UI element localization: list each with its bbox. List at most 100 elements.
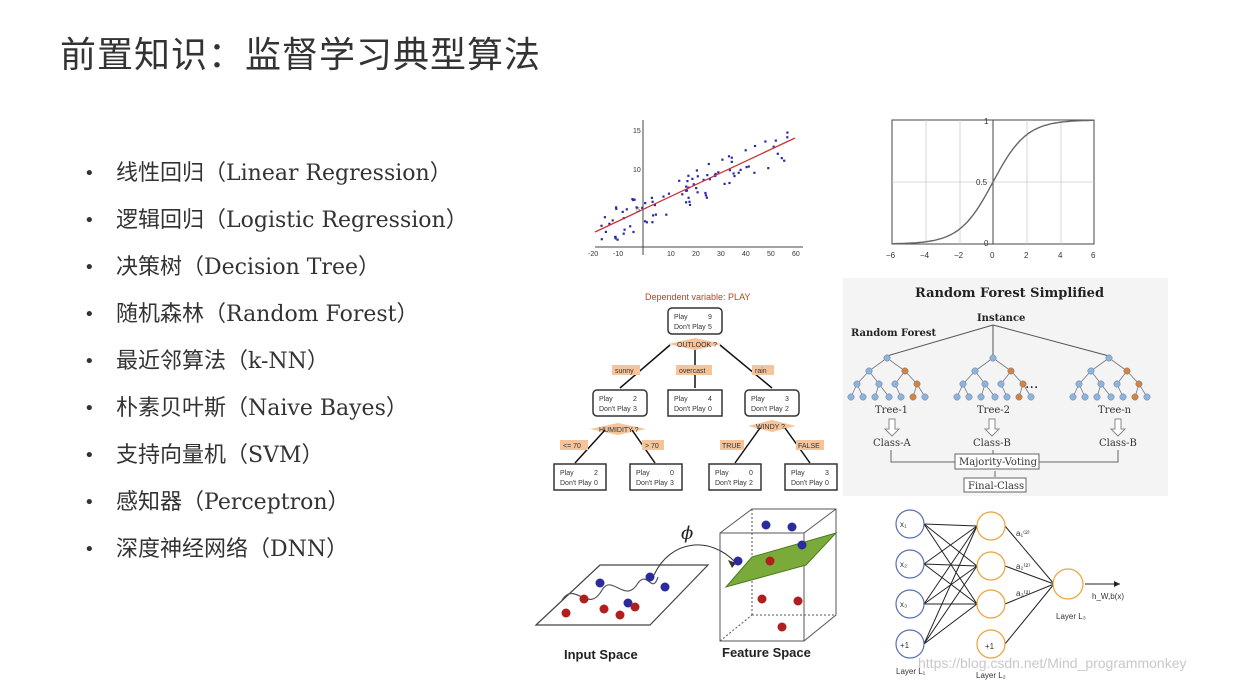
scatter-point [776, 152, 779, 155]
branch-label: sunny [615, 368, 634, 375]
scatter-point [786, 131, 789, 134]
input-neuron [895, 629, 925, 659]
svg-text:WINDY ?: WINDY ? [756, 424, 785, 431]
scatter-point [616, 238, 619, 241]
tree-node [1019, 380, 1027, 388]
tree-node [1105, 354, 1113, 362]
tree-node [953, 393, 961, 401]
svg-text:2: 2 [594, 470, 598, 477]
input-neuron [895, 509, 925, 539]
scatter-point [717, 171, 720, 174]
scatter-point [603, 216, 606, 219]
random-forest-figure: Random Forest Simplified Instance Random… [843, 278, 1168, 496]
svg-text:3: 3 [785, 396, 789, 403]
hidden-node-label: a₂⁽²⁾ [1016, 562, 1030, 571]
scatter-point [696, 191, 699, 194]
tree-node [1081, 393, 1089, 401]
svg-text:Play: Play [674, 396, 688, 403]
scatter-point [631, 198, 634, 201]
y-tick-label: 1 [984, 117, 989, 126]
scatter-point [652, 214, 655, 217]
input-space-label: Input Space [564, 647, 638, 662]
tree-node [959, 380, 967, 388]
scatter-point [665, 213, 668, 216]
tree-node [1027, 393, 1035, 401]
scatter-point [772, 145, 775, 148]
scatter-point [611, 219, 614, 222]
scatter-point [662, 195, 665, 198]
tree-leaf [667, 389, 723, 417]
svg-text:9: 9 [708, 314, 712, 321]
tree-node [1113, 380, 1121, 388]
tree-node [1015, 393, 1023, 401]
linear-regression-figure: -20 -10 10 20 30 40 50 60 15 10 5 [585, 110, 810, 260]
scatter-point [723, 182, 726, 185]
x-tick-label: 4 [1058, 251, 1063, 260]
list-item: •朴素贝叶斯（Naive Bayes） [84, 396, 408, 421]
svm-kernel-figure: ϕ Input Space Feature Space [530, 505, 840, 670]
scatter-point [704, 191, 707, 195]
data-point [765, 556, 775, 566]
y-tick-label: 5 [636, 207, 640, 214]
svg-text:Don't Play: Don't Play [636, 480, 668, 487]
x-tick-label: 6 [1091, 251, 1096, 260]
svg-text:4: 4 [708, 396, 712, 403]
layer-label: Layer L₂ [976, 671, 1006, 680]
scatter-point [615, 207, 618, 210]
phi-arrow [653, 544, 737, 576]
separating-hyperplane [724, 532, 838, 588]
layer-label: Layer L₁ [896, 667, 926, 676]
scatter-point [629, 225, 632, 228]
scatter-point [600, 224, 603, 227]
hidden-node-label: a₁⁽²⁾ [1016, 529, 1030, 538]
scatter-point [604, 230, 607, 233]
scatter-point [644, 220, 647, 223]
scatter-point [744, 149, 747, 152]
tree-leaf [629, 463, 683, 491]
x-tick-label: 10 [667, 251, 675, 258]
rf-final: Final-Class [968, 481, 1024, 492]
svg-text:Play: Play [636, 470, 650, 477]
scatter-point [753, 144, 757, 148]
output-label: h_W,b(x) [1092, 592, 1124, 601]
svg-text:Don't Play: Don't Play [599, 406, 631, 413]
scatter-point [721, 158, 724, 161]
tree-node [883, 354, 891, 362]
scatter-point [686, 180, 689, 183]
y-tick-label: 0 [984, 239, 989, 248]
x-tick-label: 40 [742, 251, 750, 258]
scatter-point [614, 236, 617, 239]
tree-label: Tree-2 [977, 405, 1010, 416]
tree-leaf [784, 463, 838, 491]
scatter-point [651, 221, 654, 224]
tree-node [1143, 393, 1151, 401]
scatter-point [730, 160, 733, 163]
svg-text:3: 3 [633, 406, 637, 413]
data-point [579, 594, 589, 604]
svg-text:Don't Play: Don't Play [560, 480, 592, 487]
svg-text:5: 5 [708, 324, 712, 331]
list-item: •随机森林（Random Forest） [84, 302, 419, 327]
scatter-point [745, 166, 748, 169]
scatter-point [727, 155, 731, 158]
svg-text:Play: Play [599, 396, 613, 403]
data-point [660, 582, 670, 592]
x-tick-label: 2 [1024, 251, 1029, 260]
data-point [561, 608, 571, 618]
scatter-point [687, 196, 690, 199]
tree-node [981, 380, 989, 388]
scatter-point [667, 192, 671, 195]
scatter-point [708, 178, 711, 181]
scatter-point [780, 157, 783, 160]
scatter-point [622, 232, 625, 235]
scatter-point [654, 213, 657, 216]
scatter-point [753, 171, 756, 174]
tree-node [871, 393, 879, 401]
branch-label: rain [755, 368, 767, 375]
y-tick-label: 10 [633, 167, 641, 174]
tree-node [1123, 367, 1131, 375]
hidden-bias-label: +1 [985, 642, 995, 651]
tree-node [901, 367, 909, 375]
tree-node [909, 393, 917, 401]
scatter-point [696, 175, 699, 178]
